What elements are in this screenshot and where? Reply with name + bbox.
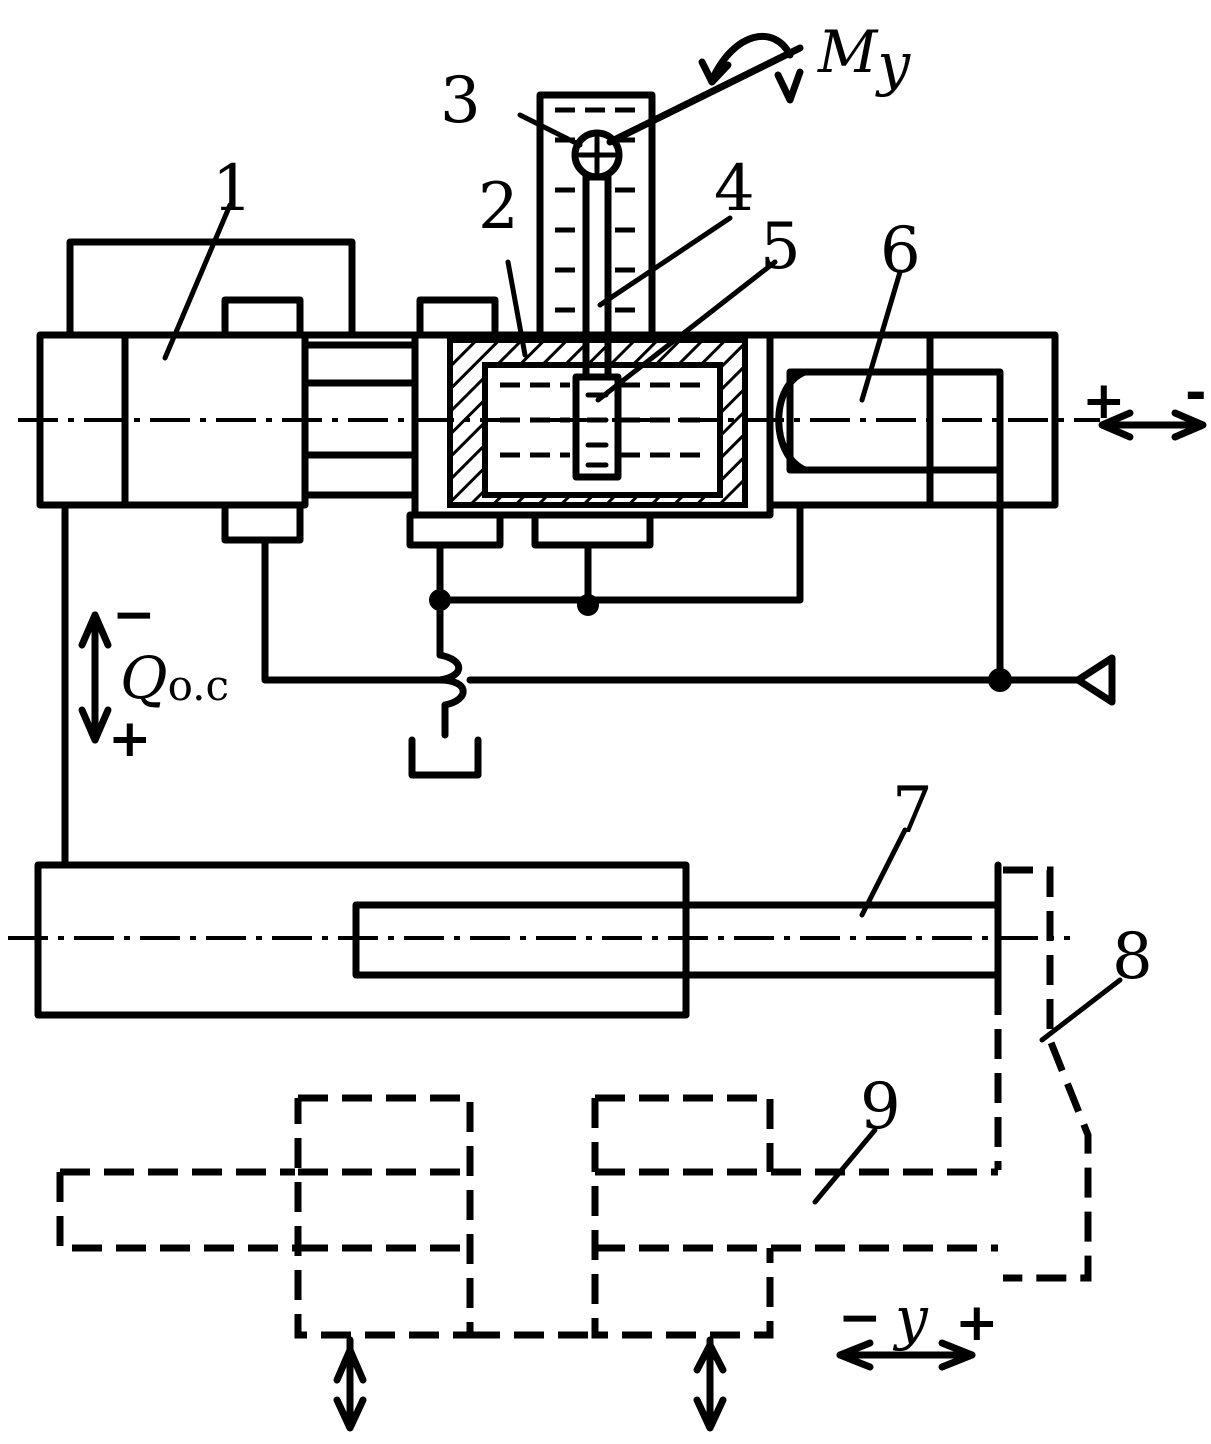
label-1: 1 <box>212 152 253 226</box>
label-9: 9 <box>860 1070 901 1144</box>
nozzle-direction-arrow <box>1098 409 1207 441</box>
controlled-unit-9 <box>56 1094 998 1432</box>
feedback-flow-label: Qo.c <box>120 644 229 712</box>
leader-lines <box>162 112 1123 1205</box>
cylinder-6 <box>766 331 1059 679</box>
label-6: 6 <box>880 214 921 288</box>
feedback-flow-arrow <box>78 611 112 744</box>
sensing-element-5 <box>572 373 622 481</box>
output-sign-left: − <box>838 1288 882 1348</box>
label-5: 5 <box>760 210 801 284</box>
label-4: 4 <box>714 152 755 226</box>
measuring-block-2 <box>406 296 774 549</box>
actuator-7 <box>8 861 1070 1019</box>
pivot-column-3 <box>536 32 804 481</box>
linkage-8 <box>994 866 1092 1282</box>
label-2: 2 <box>478 170 519 244</box>
label-7: 7 <box>892 774 933 848</box>
feedback-sign-bottom: + <box>108 709 152 769</box>
output-symbol-y: y <box>892 1284 929 1352</box>
output-displacement-arrow <box>836 1339 976 1371</box>
nozzle-sign-plus: + <box>1082 371 1126 431</box>
label-3: 3 <box>440 64 481 138</box>
label-8: 8 <box>1112 920 1153 994</box>
output-sign-right: + <box>955 1293 999 1353</box>
nozzle-sign-minus: - <box>1185 363 1207 423</box>
hydraulic-lines <box>61 501 1116 869</box>
moment-label: My <box>817 18 911 98</box>
valve-body-channels <box>296 331 419 499</box>
feedback-sign-top: − <box>112 585 156 645</box>
